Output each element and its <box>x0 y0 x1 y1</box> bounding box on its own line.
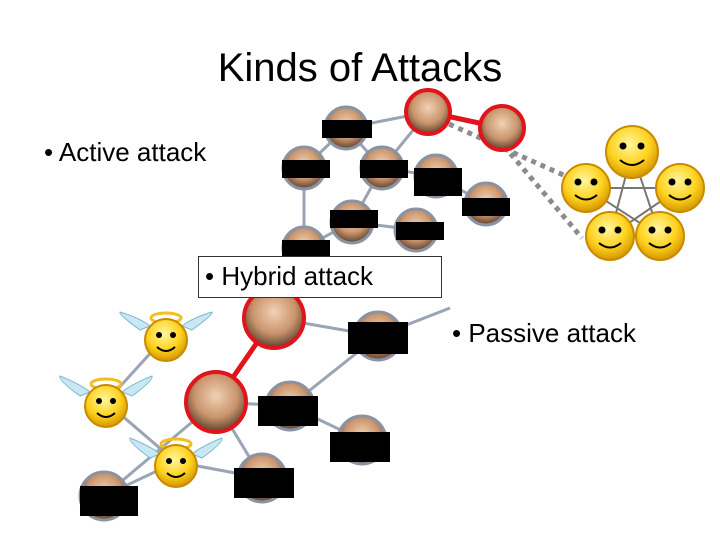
smiley-nodes <box>561 125 705 261</box>
redaction-bars <box>80 120 510 516</box>
angel-smiley-icon <box>59 375 153 428</box>
attacker-face-icon <box>478 104 526 152</box>
passive-attack-label: • Passive attack <box>452 318 636 348</box>
redaction-bar <box>258 396 318 426</box>
slide-title: Kinds of Attacks <box>217 46 503 90</box>
redaction-bar <box>348 322 408 354</box>
dotted-link <box>502 144 584 240</box>
redaction-bar <box>396 222 444 240</box>
angel-smiley-icon <box>119 311 213 362</box>
dotted-attack-links <box>438 117 590 240</box>
redaction-bar <box>282 160 330 178</box>
redaction-bar <box>80 486 138 516</box>
attacker-nodes <box>184 88 526 434</box>
smiley-face-icon <box>585 211 635 261</box>
smiley-face-icon <box>635 211 685 261</box>
redaction-bar <box>330 432 390 462</box>
redaction-bar <box>282 240 330 258</box>
smiley-face-icon <box>605 125 659 179</box>
active-attack-label: • Active attack <box>44 137 207 167</box>
redaction-bar <box>360 160 408 178</box>
smiley-face-icon <box>561 163 611 213</box>
hybrid-attack-label: • Hybrid attack <box>198 256 442 298</box>
redaction-bar <box>462 198 510 216</box>
attacker-face-icon <box>404 88 452 136</box>
attacker-face-icon <box>184 370 248 434</box>
redaction-bar <box>414 168 462 196</box>
redaction-bar <box>322 120 372 138</box>
dotted-link <box>438 117 590 189</box>
smiley-face-icon <box>655 163 705 213</box>
redaction-bar <box>330 210 378 228</box>
redaction-bar <box>234 468 294 498</box>
angel-smiley-icon <box>129 437 223 488</box>
angel-nodes <box>59 311 223 488</box>
